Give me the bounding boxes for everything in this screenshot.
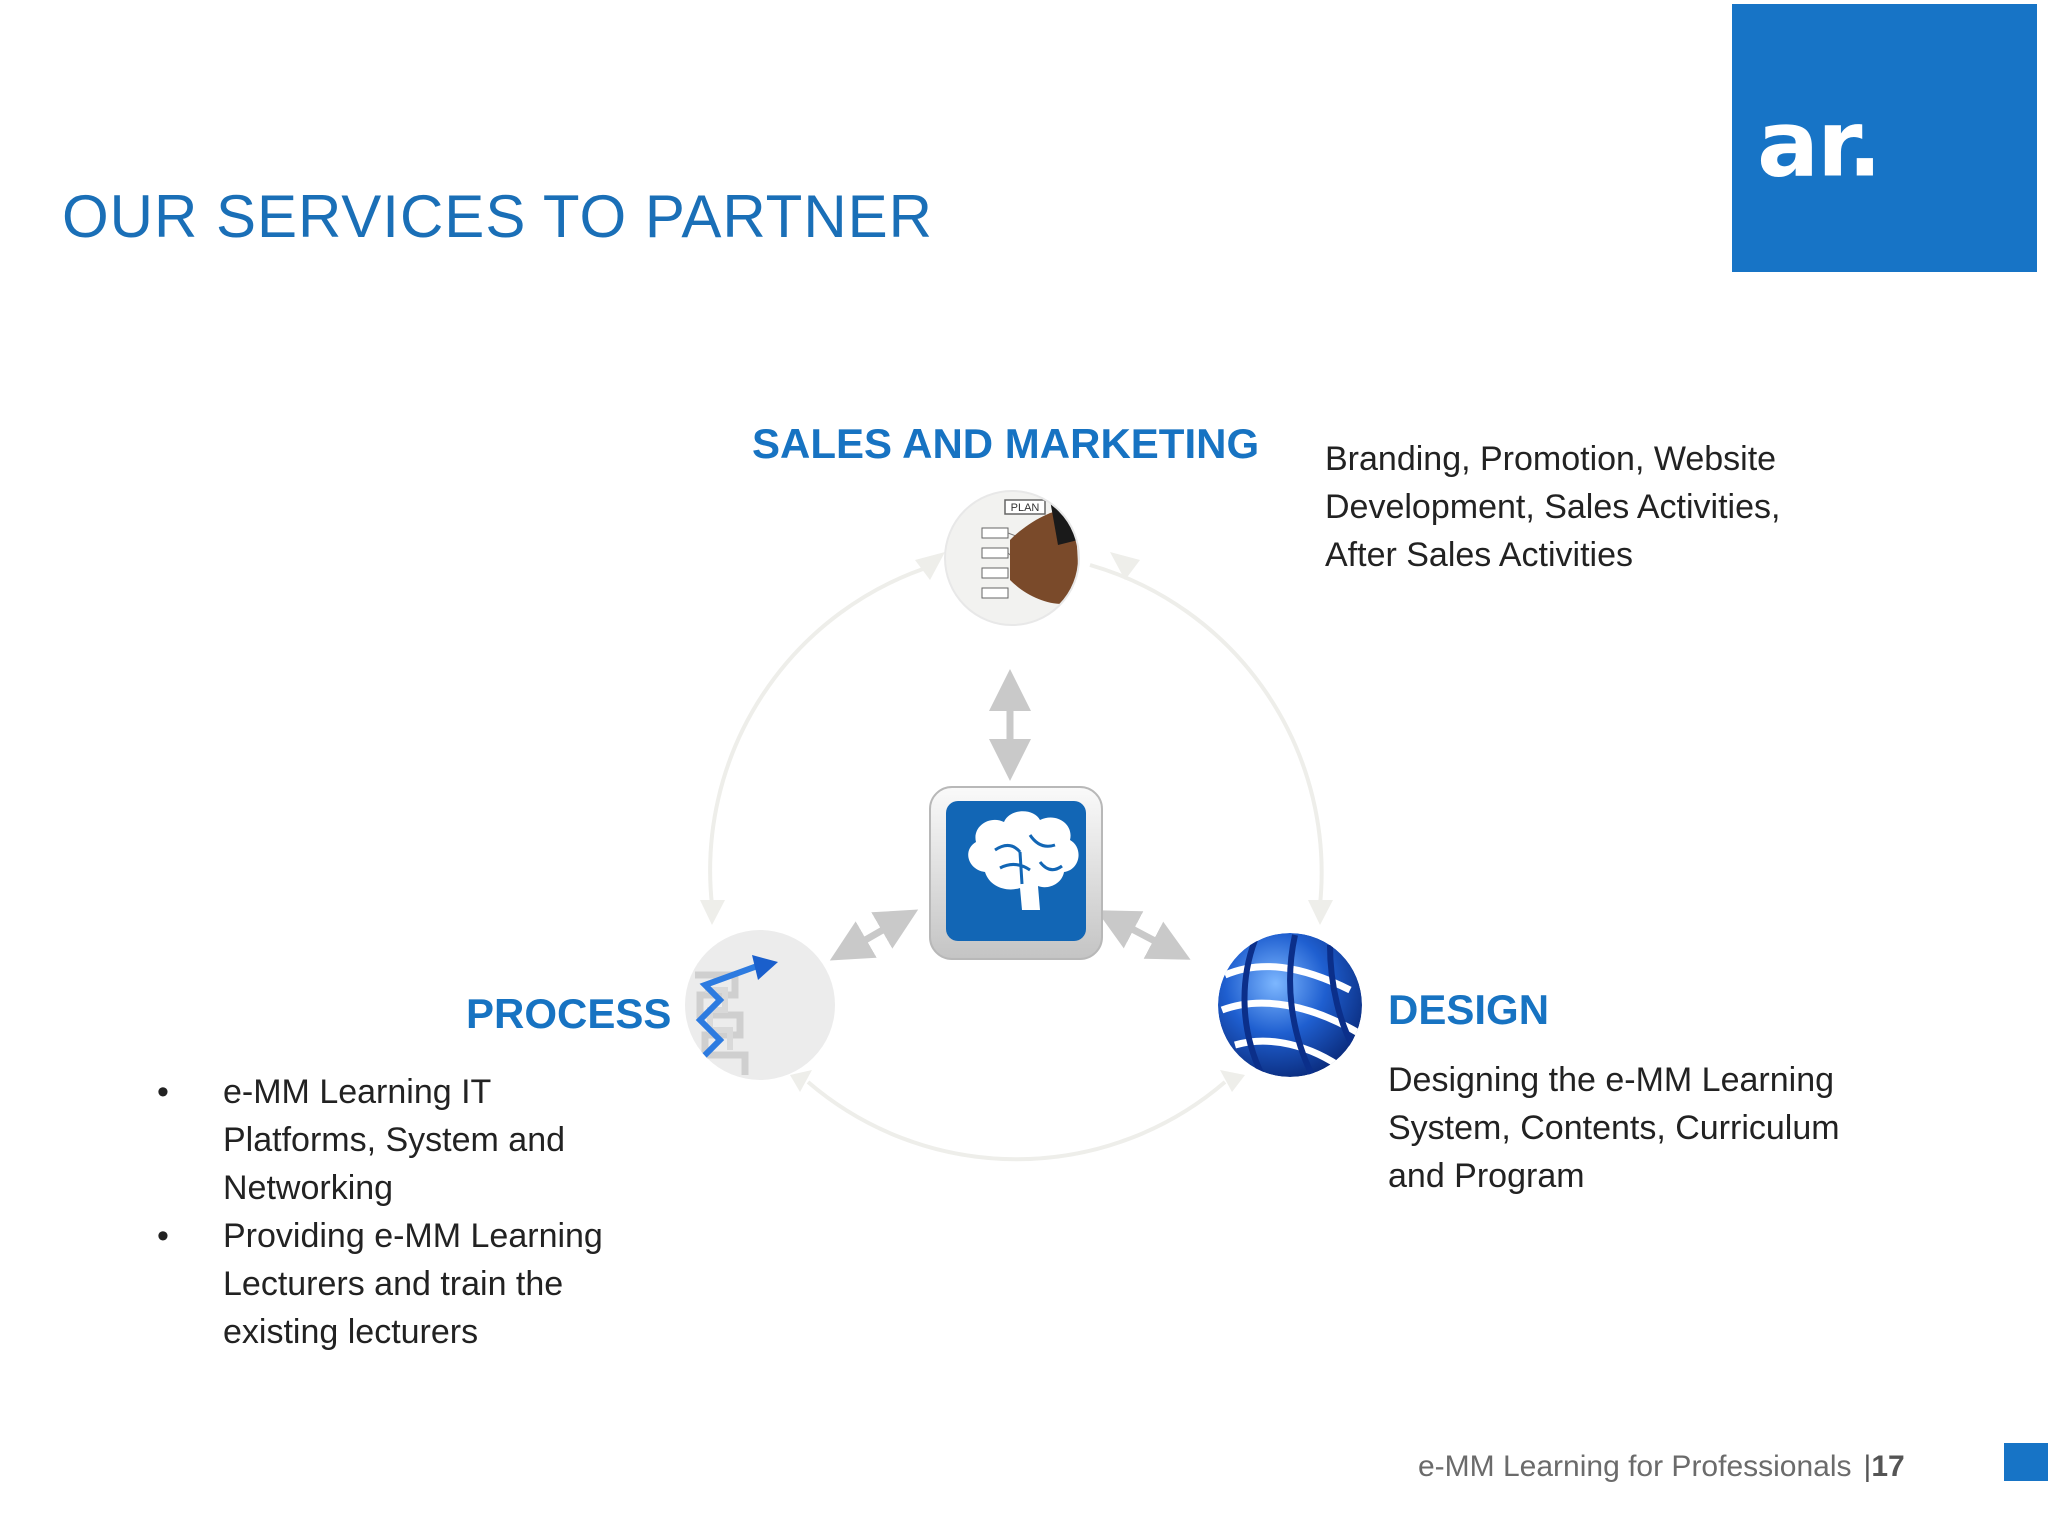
sales-marketing-line: Branding, Promotion, Website [1325,440,1777,478]
plan-label: PLAN [1011,502,1040,514]
arrow-center-to-design [1096,910,1191,960]
bullet-line: Providing e-MM Learning [223,1217,603,1255]
design-line: System, Contents, Curriculum [1388,1109,1840,1147]
bullet-line: Platforms, System and [223,1121,566,1159]
slide-title: OUR SERVICES TO PARTNER [62,183,933,250]
sales-marketing-line: Development, Sales Activities, [1325,488,1781,526]
plan-whiteboard-image: PLAN [945,491,1079,625]
globe-icon [1218,933,1362,1077]
process-description: e-MM Learning IT Platforms, System and N… [157,1068,717,1356]
bullet-line: Networking [223,1169,394,1207]
brain-icon [929,786,1103,960]
footer-title: e-MM Learning for Professionals [1418,1450,1852,1483]
process-heading: PROCESS [466,990,672,1037]
page-number: 17 [1871,1450,1905,1483]
bullet-line: e-MM Learning IT [223,1073,492,1111]
sales-marketing-description: Branding, Promotion, Website Development… [1325,435,1780,579]
logo-text: ar. [1757,90,1882,198]
slide-footer: e-MM Learning for Professionals |17 [1418,1450,1905,1484]
design-line: Designing the e-MM Learning [1388,1061,1835,1099]
arrow-center-to-process [829,909,919,961]
sales-marketing-heading: SALES AND MARKETING [752,420,1260,467]
footer-accent-bar [2004,1443,2048,1481]
company-logo: ar. [1732,4,2037,272]
design-heading: DESIGN [1388,986,1550,1033]
footer-separator: | [1863,1450,1872,1483]
process-bullet-list: e-MM Learning IT Platforms, System and N… [157,1068,717,1356]
design-line: and Program [1388,1157,1585,1195]
sales-marketing-line: After Sales Activities [1325,536,1634,574]
process-bullet-item: e-MM Learning IT Platforms, System and N… [157,1068,717,1212]
design-description: Designing the e-MM Learning System, Cont… [1388,1056,1840,1200]
process-bullet-item: Providing e-MM Learning Lecturers and tr… [157,1212,717,1356]
maze-arrow-image [685,930,835,1080]
ring-arrowheads [700,552,1333,1092]
bullet-line: Lecturers and train the [223,1265,564,1303]
bullet-line: existing lecturers [223,1313,479,1351]
cycle-ring [708,563,1324,1162]
